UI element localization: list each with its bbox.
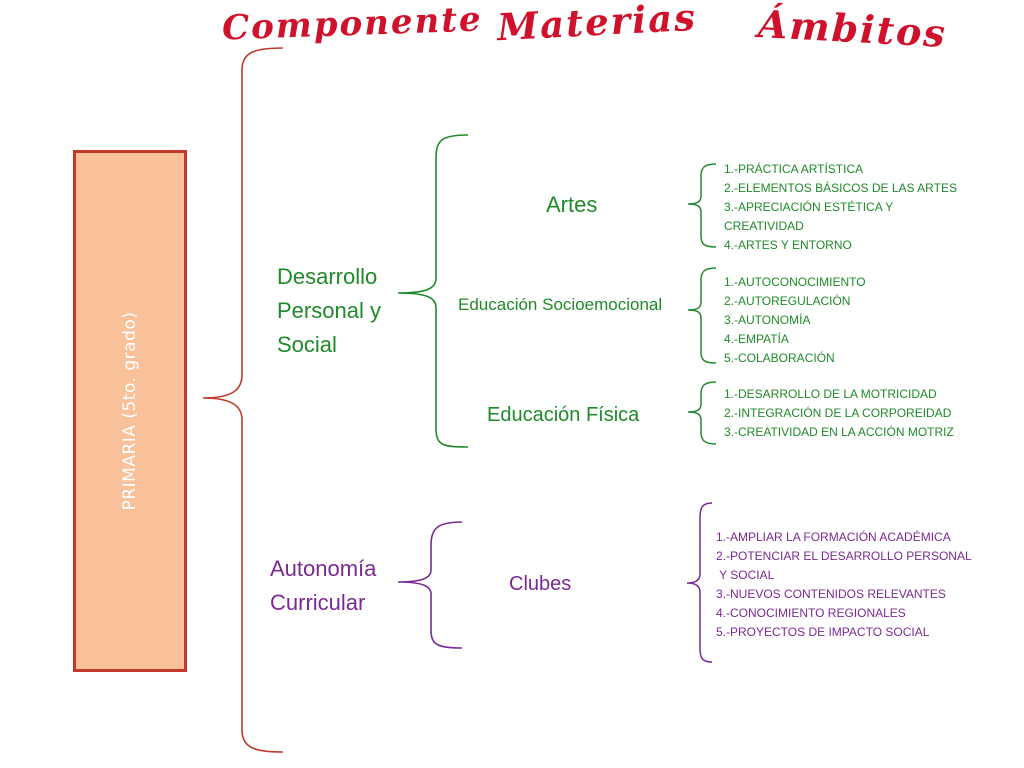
ambito-item: 2.-POTENCIAR EL DESARROLLO PERSONAL [716,549,972,563]
ambito-item: 3.-NUEVOS CONTENIDOS RELEVANTES [716,587,946,601]
component-desarrollo-line: Desarrollo [277,264,378,289]
socio-ambitos-brace [687,267,717,364]
desarrollo-brace [397,134,469,448]
component-autonomia-line: Autonomía [270,556,377,581]
ambitos-clubes: 1.-AMPLIAR LA FORMACIÓN ACADÉMICA 2.-POT… [716,528,972,642]
ambito-item: 4.-EMPATÍA [724,332,789,346]
component-autonomia: Autonomía Curricular [270,552,376,620]
materia-socioemocional: Educación Socioemocional [458,295,663,314]
ambito-item: CREATIVIDAD [724,219,804,233]
ambito-item: 4.-ARTES Y ENTORNO [724,238,852,252]
ambito-item: 1.-AUTOCONOCIMIENTO [724,275,866,289]
ambito-item: 3.-AUTONOMÍA [724,313,811,327]
ambito-item: 5.-PROYECTOS DE IMPACTO SOCIAL [716,625,930,639]
ambito-item: 2.-ELEMENTOS BÁSICOS DE LAS ARTES [724,181,957,195]
component-autonomia-line: Curricular [270,590,366,615]
ambito-item: 2.-INTEGRACIÓN DE LA CORPOREIDAD [724,406,952,420]
ambito-item: 3.-CREATIVIDAD EN LA ACCIÓN MOTRIZ [724,425,954,439]
ambito-item: 5.-COLABORACIÓN [724,351,835,365]
fisica-ambitos-brace [687,381,717,445]
ambitos-artes: 1.-PRÁCTICA ARTÍSTICA 2.-ELEMENTOS BÁSIC… [724,160,957,255]
main-brace [202,47,284,753]
ambito-item: 1.-AMPLIAR LA FORMACIÓN ACADÉMICA [716,530,951,544]
artes-ambitos-brace [687,163,717,248]
component-desarrollo-line: Personal y [277,298,381,323]
ambito-item: 3.-APRECIACIÓN ESTÉTICA Y [724,200,894,214]
clubes-ambitos-brace [686,502,713,663]
ambitos-fisica: 1.-DESARROLLO DE LA MOTRICIDAD 2.-INTEGR… [724,385,954,442]
materia-clubes: Clubes [509,573,572,595]
autonomia-brace [397,521,463,649]
ambito-item: 4.-CONOCIMIENTO REGIONALES [716,606,906,620]
materia-fisica: Educación Física [487,404,640,426]
ambito-item: 2.-AUTOREGULACIÓN [724,294,851,308]
component-desarrollo: Desarrollo Personal y Social [277,260,381,362]
ambito-item: 1.-DESARROLLO DE LA MOTRICIDAD [724,387,937,401]
ambito-item: Y SOCIAL [716,568,775,582]
ambito-item: 1.-PRÁCTICA ARTÍSTICA [724,162,864,176]
materia-artes: Artes [546,192,598,217]
ambitos-socioemocional: 1.-AUTOCONOCIMIENTO 2.-AUTOREGULACIÓN 3.… [724,273,866,368]
primaria-box: PRIMARIA (5to. grado) [73,150,187,672]
component-desarrollo-line: Social [277,332,337,357]
